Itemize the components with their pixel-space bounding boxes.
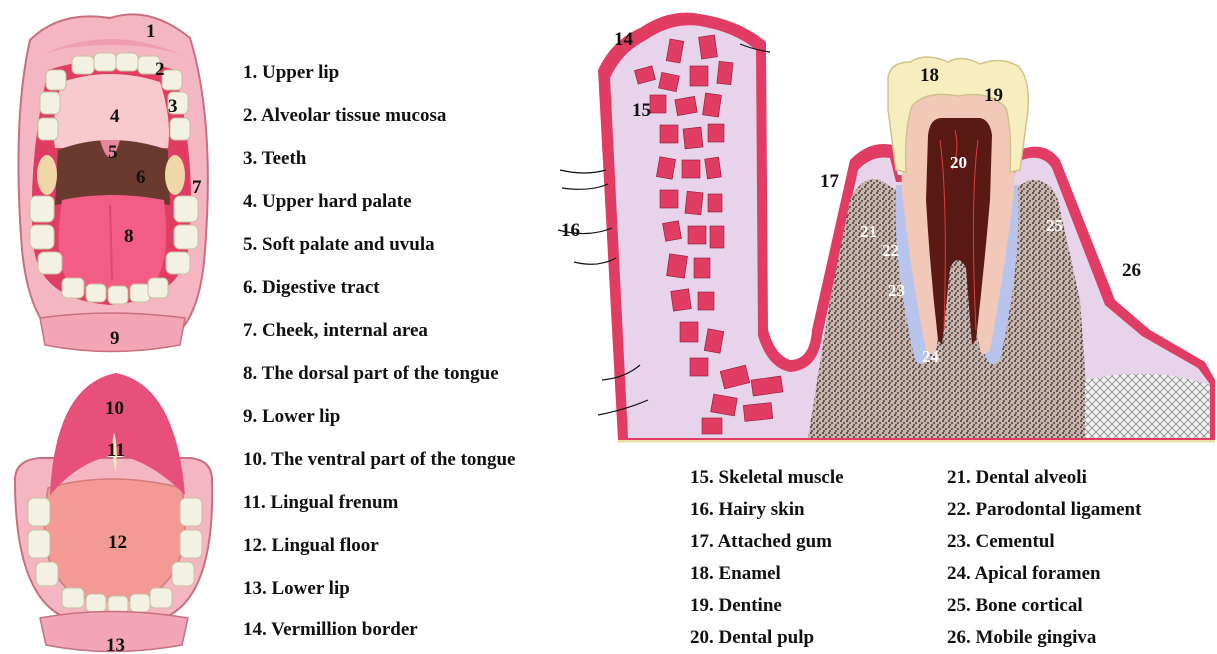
legend-item: 22. Parodontal ligament <box>947 499 1142 520</box>
legend-item: 9. Lower lip <box>243 406 340 427</box>
marker-26: 26 <box>1122 260 1141 281</box>
open-mouth-illustration: 1 2 3 4 5 6 7 8 9 <box>18 14 207 351</box>
legend-left: 1. Upper lip 2. Alveolar tissue mucosa 3… <box>243 62 516 640</box>
legend-item: 13. Lower lip <box>243 578 350 599</box>
legend-item: 16. Hairy skin <box>690 499 805 520</box>
legend-item: 1. Upper lip <box>243 62 339 83</box>
marker-7: 7 <box>192 177 202 198</box>
legend-item: 3. Teeth <box>243 148 307 169</box>
legend-item: 24. Apical foramen <box>947 563 1101 584</box>
marker-3: 3 <box>168 96 178 117</box>
marker-2: 2 <box>155 59 165 80</box>
marker-10: 10 <box>105 398 124 419</box>
legend-right: 21. Dental alveoli 22. Parodontal ligame… <box>947 467 1142 648</box>
legend-item: 12. Lingual floor <box>243 535 379 556</box>
legend-item: 21. Dental alveoli <box>947 467 1087 488</box>
legend-item: 11. Lingual frenum <box>243 492 399 513</box>
marker-18: 18 <box>920 65 939 86</box>
legend-item: 19. Dentine <box>690 595 782 616</box>
legend-item: 20. Dental pulp <box>690 627 814 648</box>
marker-19: 19 <box>984 85 1003 106</box>
legend-item: 17. Attached gum <box>690 531 832 552</box>
legend-item: 4. Upper hard palate <box>243 191 412 212</box>
legend-item: 5. Soft palate and uvula <box>243 234 435 255</box>
marker-24: 24 <box>922 347 940 366</box>
legend-item: 8. The dorsal part of the tongue <box>243 363 499 384</box>
legend-item: 26. Mobile gingiva <box>947 627 1097 648</box>
marker-17: 17 <box>820 171 840 192</box>
marker-23: 23 <box>888 281 905 300</box>
marker-6: 6 <box>136 167 146 188</box>
marker-22: 22 <box>882 241 899 260</box>
marker-8: 8 <box>124 226 134 247</box>
tongue-underside-illustration: 10 11 12 13 <box>15 373 212 654</box>
legend-item: 23. Cementul <box>947 531 1055 552</box>
marker-25: 25 <box>1046 216 1063 235</box>
legend-item: 2. Alveolar tissue mucosa <box>243 105 447 126</box>
legend-item: 7. Cheek, internal area <box>243 320 428 341</box>
marker-15: 15 <box>632 100 651 121</box>
marker-5: 5 <box>108 142 118 163</box>
marker-1: 1 <box>146 21 156 42</box>
marker-20: 20 <box>950 153 967 172</box>
legend-item: 25. Bone cortical <box>947 595 1083 616</box>
legend-item: 15. Skeletal muscle <box>690 467 844 488</box>
marker-16: 16 <box>561 220 580 241</box>
marker-21: 21 <box>860 222 877 241</box>
marker-9: 9 <box>110 328 120 349</box>
legend-item: 10. The ventral part of the tongue <box>243 449 516 470</box>
legend-item: 6. Digestive tract <box>243 277 380 298</box>
marker-12: 12 <box>108 532 127 553</box>
marker-14: 14 <box>614 29 634 50</box>
marker-11: 11 <box>107 440 125 461</box>
marker-13: 13 <box>106 635 125 654</box>
legend-item: 14. Vermillion border <box>243 619 418 640</box>
tooth-cross-section: 14 15 16 17 18 19 20 21 22 23 24 25 26 <box>558 13 1215 441</box>
cortical-bone <box>1085 374 1210 438</box>
legend-item: 18. Enamel <box>690 563 781 584</box>
legend-mid: 15. Skeletal muscle 16. Hairy skin 17. A… <box>690 467 844 648</box>
marker-4: 4 <box>110 106 120 127</box>
